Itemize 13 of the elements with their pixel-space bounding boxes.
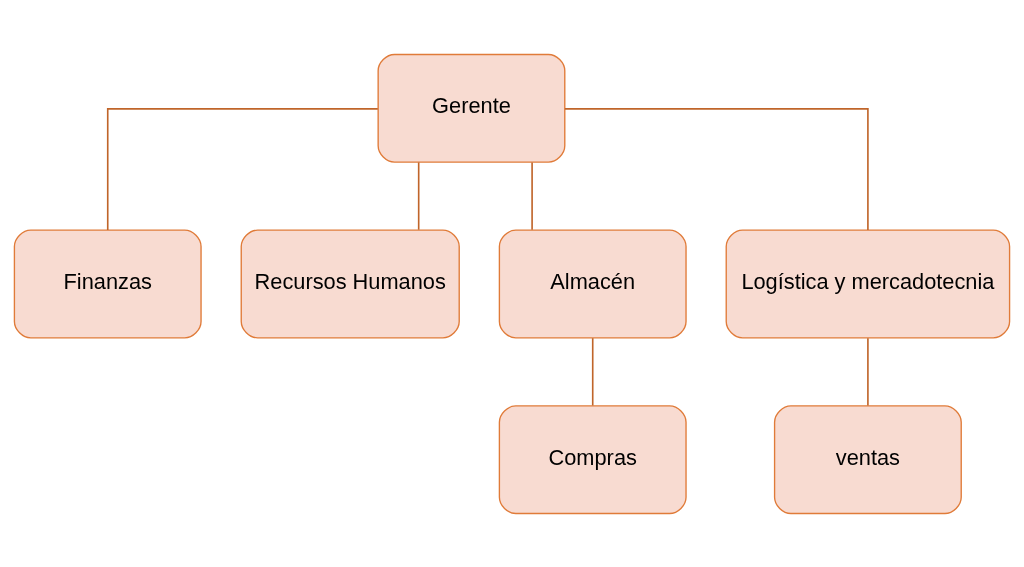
node-box: Recursos Humanos bbox=[240, 229, 460, 338]
node-box: Compras bbox=[498, 404, 687, 514]
node-box: Logística y mercadotecnia bbox=[725, 229, 1011, 338]
connector bbox=[417, 161, 420, 231]
node-box: Gerente bbox=[377, 53, 566, 163]
connector bbox=[591, 336, 594, 406]
connector bbox=[106, 107, 379, 231]
connector bbox=[564, 107, 869, 231]
connector bbox=[531, 161, 533, 231]
node-box: Almacén bbox=[498, 229, 687, 338]
node-box: ventas bbox=[773, 404, 962, 514]
connector bbox=[867, 336, 869, 406]
node-box: Finanzas bbox=[13, 229, 202, 338]
